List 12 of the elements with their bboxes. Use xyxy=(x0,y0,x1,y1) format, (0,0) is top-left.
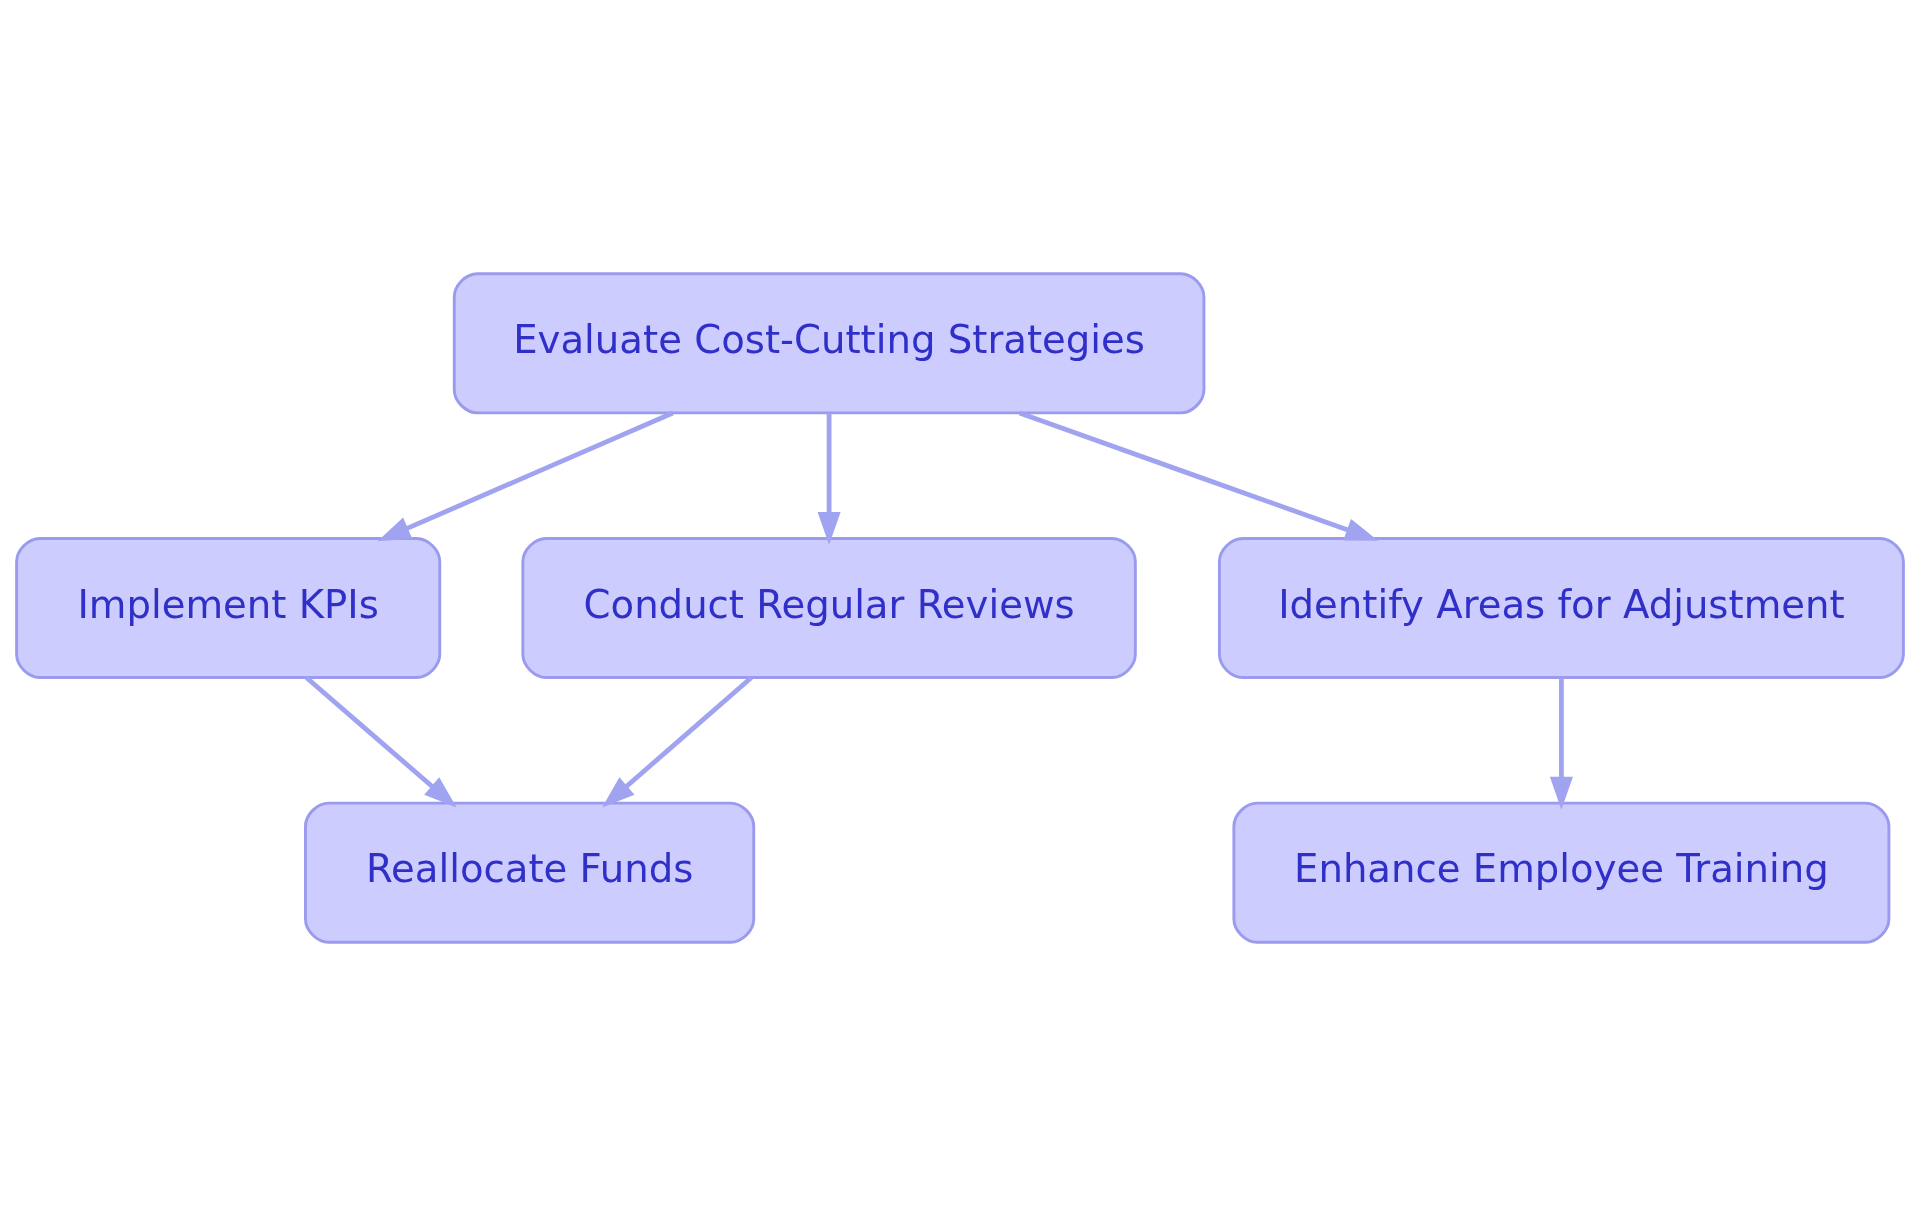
node-box: Conduct Regular Reviews xyxy=(521,536,1137,679)
arrow xyxy=(305,675,457,808)
arrow xyxy=(377,410,674,541)
node-box: Evaluate Cost-Cutting Strategies xyxy=(452,271,1206,414)
node-box: Reallocate Funds xyxy=(304,801,756,944)
arrow xyxy=(602,675,753,808)
arrow xyxy=(1549,677,1573,810)
node-box: Implement KPIs xyxy=(15,536,442,679)
arrow xyxy=(1018,410,1379,541)
node-box: Enhance Employee Training xyxy=(1232,801,1891,944)
node-box: Identify Areas for Adjustment xyxy=(1217,536,1905,679)
arrow xyxy=(817,412,841,545)
